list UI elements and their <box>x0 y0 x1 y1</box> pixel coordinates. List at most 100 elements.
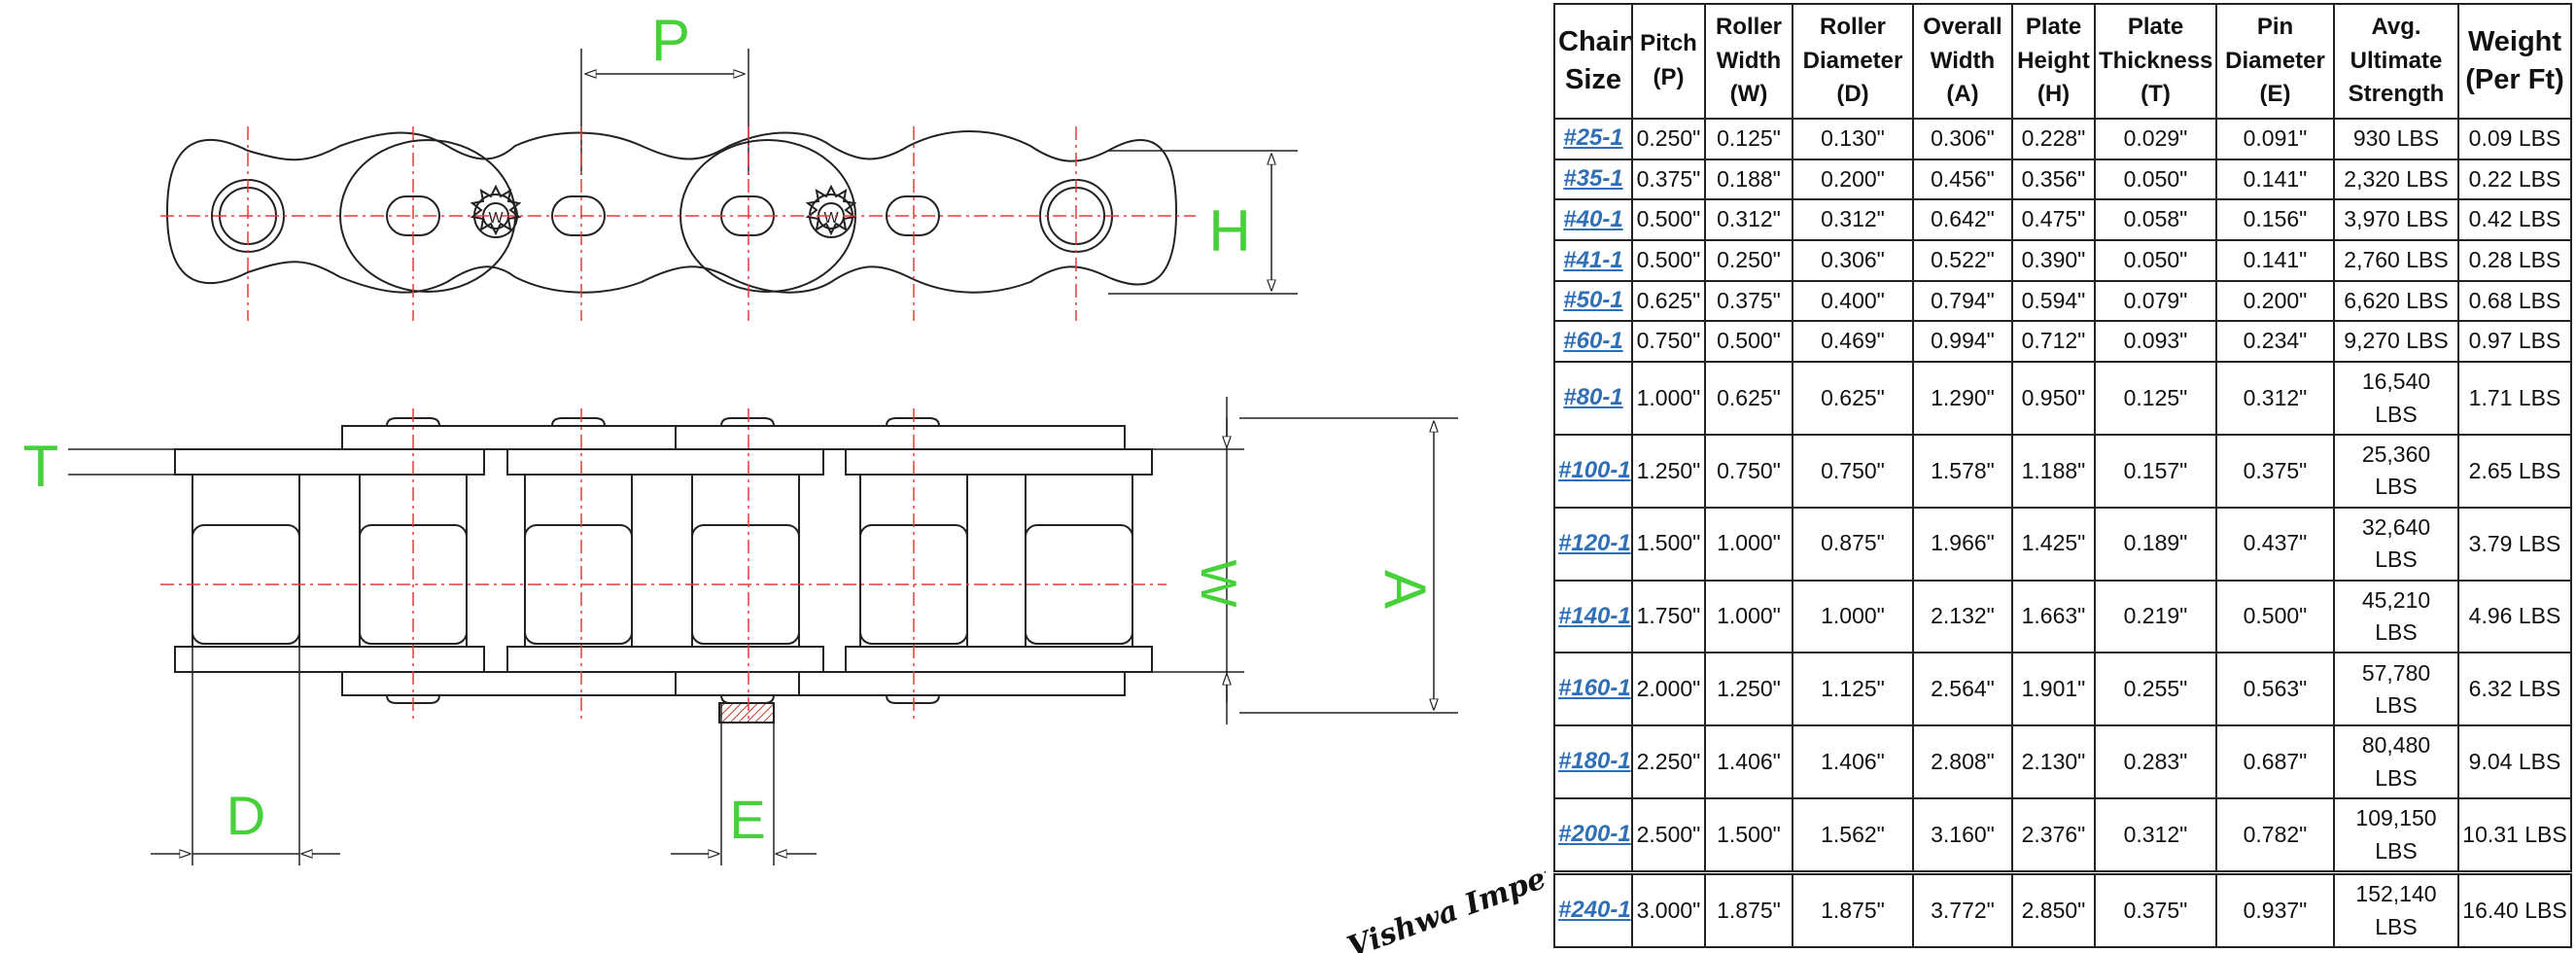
chain-size-link[interactable]: #80-1 <box>1563 384 1623 411</box>
pin-diameter-label: E <box>729 789 765 850</box>
chain-size-cell: #50-1 <box>1553 279 1633 323</box>
table-cell: 0.200" <box>1792 158 1914 201</box>
chain-size-link[interactable]: #160-1 <box>1558 675 1631 702</box>
table-cell: 0.563" <box>2215 652 2335 727</box>
chain-size-cell: #35-1 <box>1553 158 1633 201</box>
roller-width-label: W <box>1190 559 1246 607</box>
table-cell: 0.050" <box>2094 158 2217 201</box>
side-view-centerlines <box>160 408 1166 720</box>
column-header: Chain Size <box>1553 3 1633 120</box>
table-cell: 0.782" <box>2215 797 2335 874</box>
table-cell: 0.950" <box>2011 361 2096 436</box>
table-cell: 0.029" <box>2094 118 2217 160</box>
table-cell: 0.625" <box>1792 361 1914 436</box>
chain-size-link[interactable]: #180-1 <box>1558 748 1631 775</box>
table-cell: 0.219" <box>2094 579 2217 654</box>
table-cell: 16,540 LBS <box>2333 361 2459 436</box>
column-header: Pitch (P) <box>1631 3 1706 120</box>
table-cell: 0.375" <box>1631 158 1706 201</box>
chain-size-link[interactable]: #200-1 <box>1558 821 1631 848</box>
table-cell: 1.875" <box>1704 869 1793 949</box>
table-cell: 1.250" <box>1704 652 1793 727</box>
chain-size-link[interactable]: #100-1 <box>1558 456 1631 483</box>
table-cell: 57,780 LBS <box>2333 652 2459 727</box>
table-cell: 32,640 LBS <box>2333 506 2459 582</box>
table-cell: 2.564" <box>1912 652 2013 727</box>
table-cell: 0.500" <box>1631 239 1706 282</box>
table-cell: 2.376" <box>2011 797 2096 874</box>
svg-text:W: W <box>823 210 839 227</box>
plate-height-label: H <box>1208 198 1250 264</box>
chain-size-cell: #41-1 <box>1553 239 1633 282</box>
chain-size-link[interactable]: #50-1 <box>1563 287 1623 314</box>
chain-size-link[interactable]: #35-1 <box>1563 165 1623 193</box>
table-cell: 2.500" <box>1631 797 1706 874</box>
table-cell: 2.132" <box>1912 579 2013 654</box>
table-cell: 0.750" <box>1792 433 1914 509</box>
table-cell: 0.306" <box>1912 118 2013 160</box>
overall-width-label: A <box>1373 570 1438 609</box>
table-cell: 6.32 LBS <box>2457 652 2572 727</box>
table-cell: 0.228" <box>2011 118 2096 160</box>
chain-size-cell: #180-1 <box>1553 724 1633 800</box>
table-cell: 0.375" <box>2094 869 2217 949</box>
table-cell: 0.875" <box>1792 506 1914 582</box>
table-cell: 0.475" <box>2011 198 2096 242</box>
chain-size-link[interactable]: #25-1 <box>1563 124 1623 152</box>
table-cell: 0.130" <box>1792 118 1914 160</box>
table-cell: 0.28 LBS <box>2457 239 2572 282</box>
table-cell: 1.425" <box>2011 506 2096 582</box>
table-cell: 0.500" <box>1704 320 1793 364</box>
chain-size-link[interactable]: #41-1 <box>1563 246 1623 273</box>
table-cell: 0.250" <box>1704 239 1793 282</box>
table-cell: 1.406" <box>1704 724 1793 800</box>
table-cell: 0.712" <box>2011 320 2096 364</box>
chain-size-link[interactable]: #240-1 <box>1558 897 1631 924</box>
table-cell: 0.050" <box>2094 239 2217 282</box>
table-cell: 80,480 LBS <box>2333 724 2459 800</box>
chain-size-link[interactable]: #60-1 <box>1563 327 1623 354</box>
table-cell: 6,620 LBS <box>2333 279 2459 323</box>
table-cell: 9.04 LBS <box>2457 724 2572 800</box>
chain-size-cell: #140-1 <box>1553 579 1633 654</box>
table-cell: 3,970 LBS <box>2333 198 2459 242</box>
table-cell: 2.000" <box>1631 652 1706 727</box>
chain-size-cell: #240-1 <box>1553 869 1633 949</box>
chain-size-cell: #25-1 <box>1553 118 1633 160</box>
table-cell: 0.687" <box>2215 724 2335 800</box>
table-cell: 0.141" <box>2215 158 2335 201</box>
table-cell: 4.96 LBS <box>2457 579 2572 654</box>
table-cell: 0.437" <box>2215 506 2335 582</box>
table-cell: 1.000" <box>1631 361 1706 436</box>
chain-size-link[interactable]: #140-1 <box>1558 602 1631 629</box>
table-cell: 0.312" <box>1792 198 1914 242</box>
vishwa-impex-logo: Vishwa Impex <box>1343 856 1546 953</box>
table-cell: 1.000" <box>1704 506 1793 582</box>
table-cell: 1.966" <box>1912 506 2013 582</box>
table-cell: 0.312" <box>2094 797 2217 874</box>
table-cell: 1.750" <box>1631 579 1706 654</box>
chain-side-view <box>68 397 1458 865</box>
gear-logo-icon: W <box>805 184 857 238</box>
chain-size-cell: #60-1 <box>1553 320 1633 364</box>
table-cell: 0.375" <box>2215 433 2335 509</box>
chain-size-link[interactable]: #40-1 <box>1563 205 1623 232</box>
chain-size-link[interactable]: #120-1 <box>1558 529 1631 556</box>
chain-top-view: W W <box>165 49 1298 295</box>
table-cell: 0.188" <box>1704 158 1793 201</box>
table-cell: 1.500" <box>1704 797 1793 874</box>
table-cell: 1.663" <box>2011 579 2096 654</box>
table-cell: 0.522" <box>1912 239 2013 282</box>
table-cell: 0.500" <box>1631 198 1706 242</box>
table-cell: 930 LBS <box>2333 118 2459 160</box>
table-cell: 0.306" <box>1792 239 1914 282</box>
table-cell: 0.156" <box>2215 198 2335 242</box>
table-cell: 0.625" <box>1631 279 1706 323</box>
chain-size-cell: #100-1 <box>1553 433 1633 509</box>
